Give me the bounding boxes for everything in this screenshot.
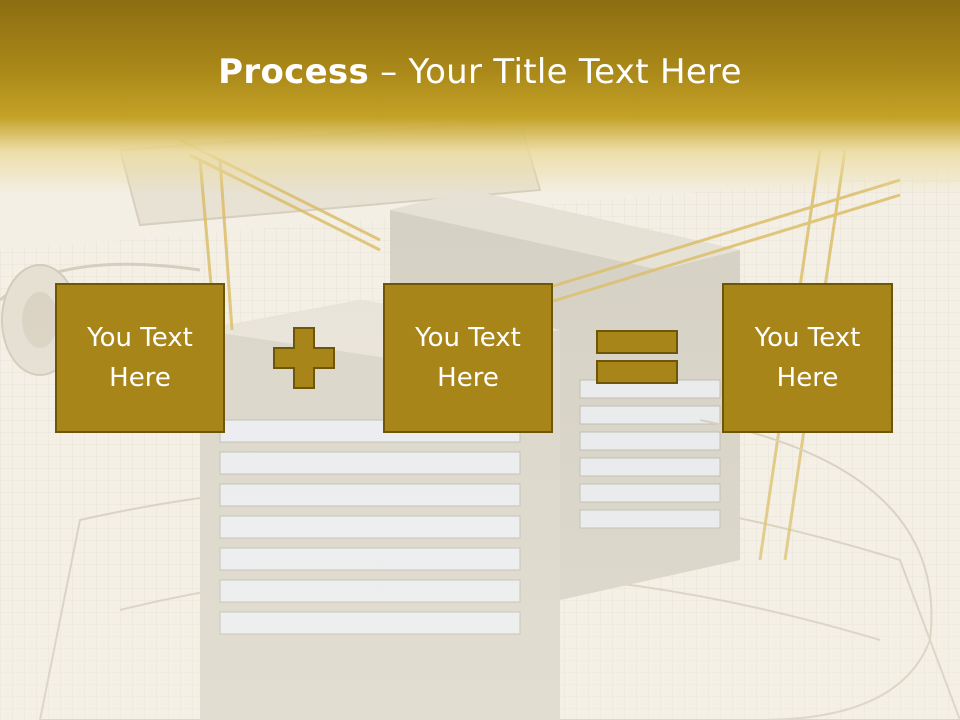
process-box-1-text: You Text Here: [87, 323, 193, 393]
process-box-3[interactable]: You Text Here: [722, 283, 893, 433]
process-box-1[interactable]: You Text Here: [55, 283, 225, 433]
title-bold-text: Process: [218, 52, 370, 92]
process-box-3-text: You Text Here: [754, 323, 861, 393]
title-separator: –: [369, 52, 409, 92]
process-box-2-text: You Text Here: [415, 323, 521, 393]
title-rest-text: Your Title Text Here: [408, 52, 742, 92]
equals-icon: [596, 330, 678, 384]
plus-icon: [273, 327, 335, 389]
slide-title: Process – Your Title Text Here: [0, 52, 960, 92]
header-band: [0, 0, 960, 195]
process-box-2[interactable]: You Text Here: [383, 283, 553, 433]
